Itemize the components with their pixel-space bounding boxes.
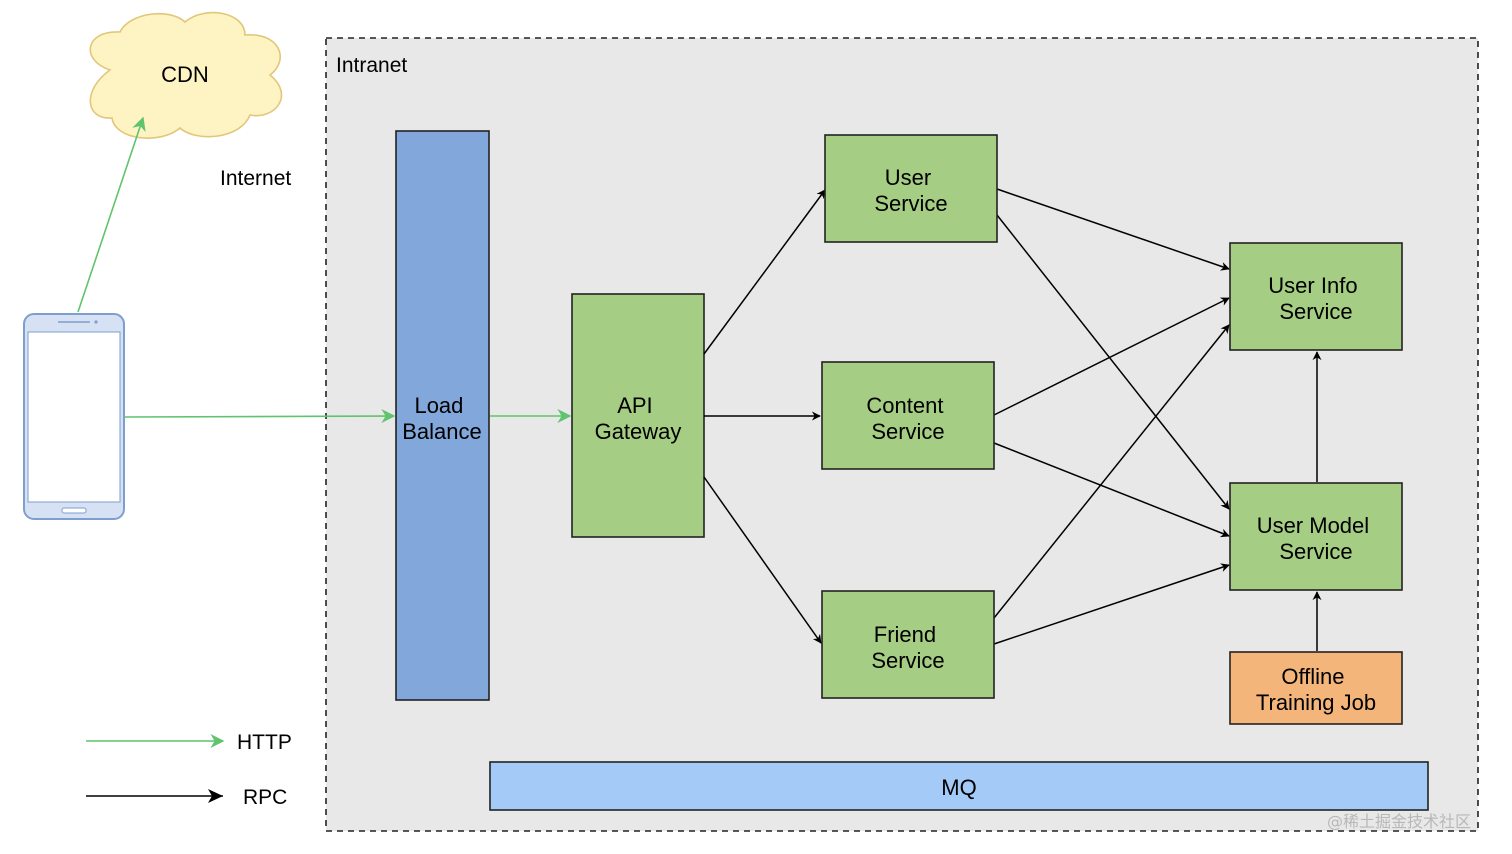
svg-text:Content Service: Content Service <box>866 393 949 444</box>
edge-friend-service-to-user-model <box>993 563 1230 645</box>
api-gateway-label-line2: Gateway <box>595 419 682 444</box>
user-info-service-label-line2: Service <box>1279 299 1352 324</box>
user-info-service-label-line1: User Info <box>1268 273 1357 298</box>
user-model-service-node: User Model Service <box>1229 482 1403 591</box>
friend-service-label-line2: Service <box>871 648 944 673</box>
intranet-label: Intranet <box>336 54 407 77</box>
cdn-cloud: CDN <box>89 11 283 139</box>
user-model-service-label-line2: Service <box>1279 539 1352 564</box>
edge-user-service-to-user-info <box>996 188 1230 271</box>
offline-job-label-line1: Offline <box>1281 664 1344 689</box>
watermark: @稀土掘金技术社区 <box>1327 812 1471 831</box>
svg-text:Offline Training Job: Offline Training Job <box>1256 664 1376 715</box>
svg-text:User Model Service: User Model Service <box>1257 513 1376 564</box>
api-gateway-label-line1: API <box>617 393 652 418</box>
content-service-label-line2: Service <box>871 419 944 444</box>
edge-gateway-to-user-service <box>703 189 826 355</box>
cdn-label: CDN <box>161 62 209 87</box>
edge-gateway-to-friend-service <box>703 476 822 644</box>
mobile-phone-icon <box>23 313 125 520</box>
svg-text:Friend Service: Friend Service <box>871 622 944 673</box>
user-info-service-node: User Info Service <box>1229 242 1403 351</box>
legend-http-label: HTTP <box>237 731 292 754</box>
friend-service-node: Friend Service <box>821 590 995 699</box>
user-service-node: User Service <box>824 134 998 243</box>
offline-job-label-line2: Training Job <box>1256 690 1376 715</box>
edge-content-service-to-user-model <box>993 442 1230 538</box>
load-balance-label-line2: Balance <box>402 419 482 444</box>
edge-friend-service-to-user-info <box>993 324 1230 619</box>
user-service-label-line1: User <box>885 165 931 190</box>
edge-content-service-to-user-info <box>993 297 1230 416</box>
mq-label: MQ <box>941 775 976 800</box>
load-balance-node: Load Balance <box>395 130 490 701</box>
mq-node: MQ <box>489 761 1429 811</box>
user-model-service-label-line1: User Model <box>1257 513 1369 538</box>
legend: HTTP RPC <box>86 731 292 809</box>
api-gateway-node: API Gateway <box>571 293 705 538</box>
legend-rpc-label: RPC <box>243 786 287 809</box>
content-service-node: Content Service <box>821 361 995 470</box>
edge-user-service-to-user-model <box>996 214 1230 510</box>
svg-text:User Info Service: User Info Service <box>1268 273 1363 324</box>
internet-label: Internet <box>220 167 291 190</box>
svg-text:API Gateway: API Gateway <box>595 393 682 444</box>
svg-text:User Service: User Service <box>874 165 947 216</box>
friend-service-label-line1: Friend <box>874 622 936 647</box>
user-service-label-line2: Service <box>874 191 947 216</box>
rpc-edges <box>703 188 1322 651</box>
offline-training-job-node: Offline Training Job <box>1229 651 1403 725</box>
svg-text:Load Balance: Load Balance <box>402 393 482 444</box>
edge-phone-to-load-balance <box>124 409 396 424</box>
content-service-label-line1: Content <box>866 393 943 418</box>
load-balance-label-line1: Load <box>414 393 463 418</box>
edge-phone-to-cdn <box>77 116 146 313</box>
